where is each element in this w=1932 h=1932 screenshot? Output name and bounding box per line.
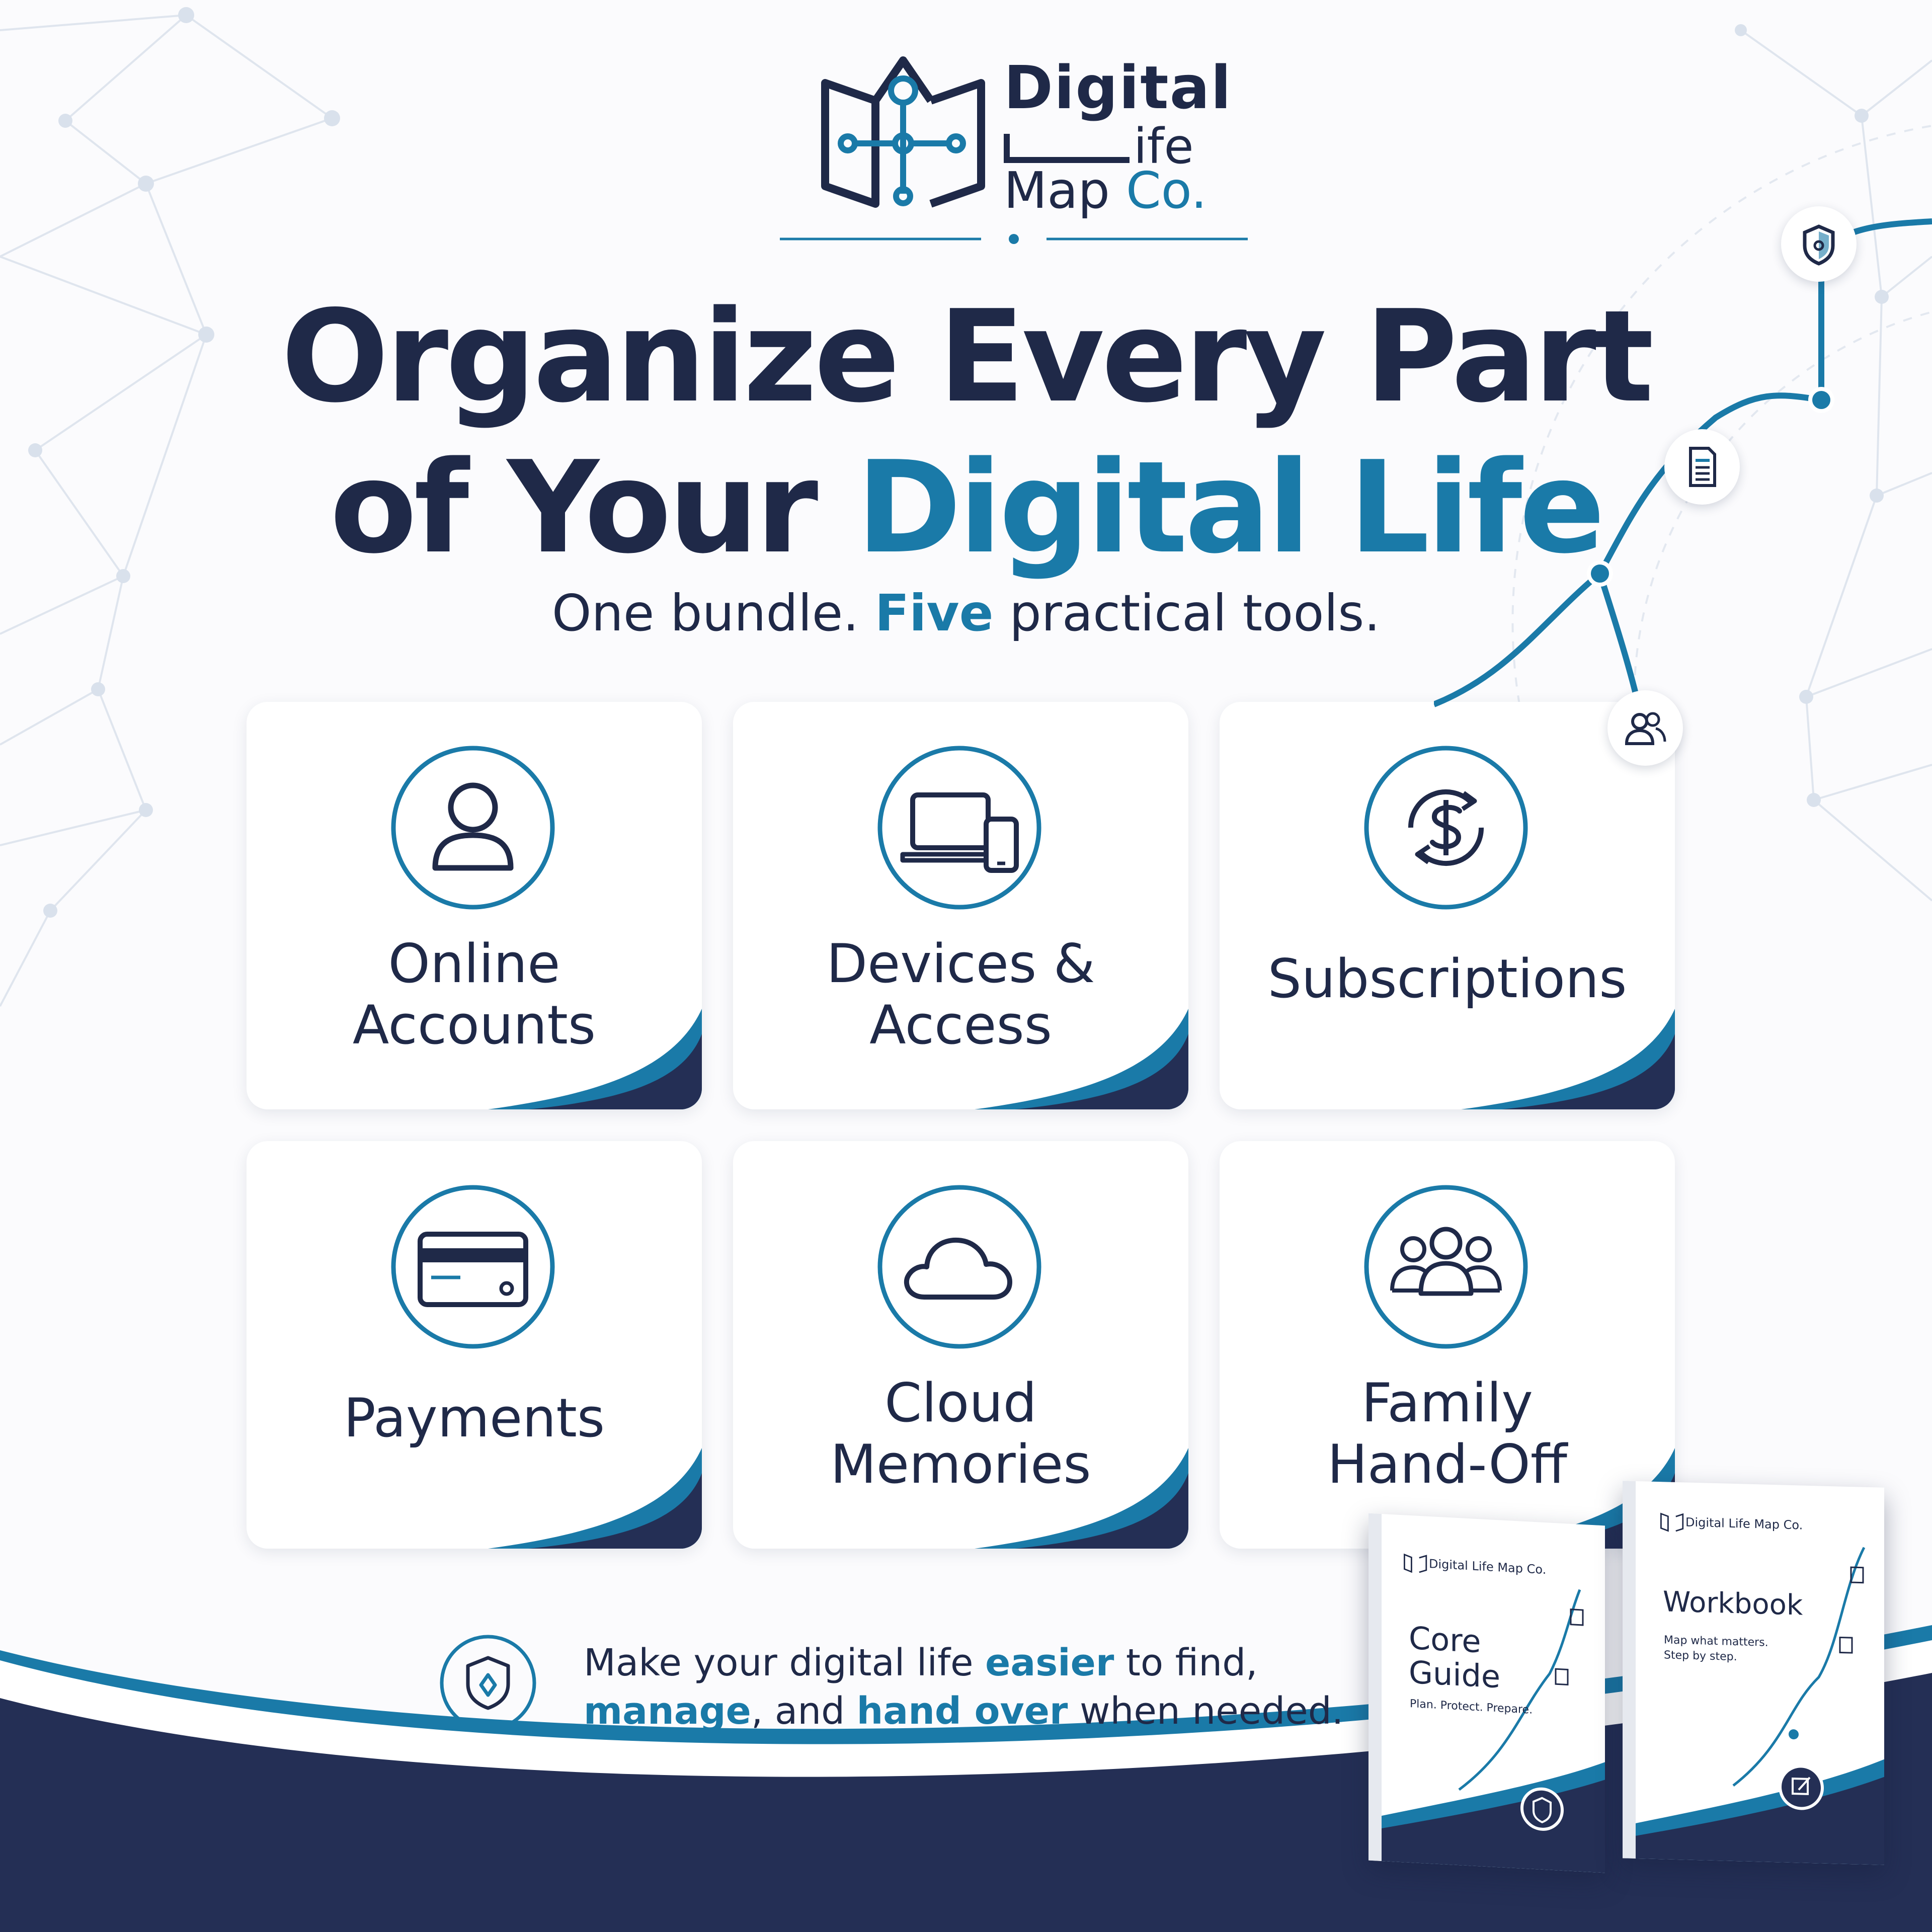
card-label-line-1: Online	[388, 933, 560, 995]
logo-map: Map	[1004, 161, 1110, 220]
book-subtitle: Map what matters. Step by step.	[1664, 1633, 1768, 1665]
page-headline: Organize Every Part of Your Digital Life	[0, 282, 1932, 584]
book-title-line-2: Guide	[1409, 1653, 1501, 1696]
card-label: Devices & Access	[733, 933, 1188, 1056]
feature-card-online-accounts[interactable]: Online Accounts	[247, 702, 702, 1109]
headline-accent: Digital Life	[856, 434, 1605, 582]
card-label: Online Accounts	[247, 933, 702, 1056]
card-label: Family Hand-Off	[1220, 1373, 1675, 1495]
subheadline-part-2: practical tools.	[1009, 584, 1381, 642]
card-label-line-1: Payments	[343, 1387, 605, 1449]
card-label: Payments	[247, 1388, 702, 1449]
document-icon	[1689, 447, 1716, 487]
card-label-line-1: Family	[1361, 1372, 1534, 1434]
users-icon	[1625, 712, 1666, 745]
headline-line-2: of Your Digital Life	[0, 433, 1932, 584]
card-label-line-2: Accounts	[352, 994, 596, 1056]
cloud-icon	[877, 1185, 1041, 1349]
subscription-dollar-icon	[1364, 746, 1528, 910]
card-swoosh-decoration	[975, 1009, 1188, 1109]
tagline: Make your digital life easier to find, m…	[438, 1633, 1343, 1748]
book-title: Core Guide	[1409, 1620, 1501, 1696]
tagline-accent-hand-over: hand over	[856, 1689, 1068, 1733]
tagline-text: Make your digital life easier to find, m…	[584, 1639, 1343, 1735]
card-label: Subscriptions	[1220, 948, 1675, 1010]
book-title-line-1: Workbook	[1663, 1585, 1803, 1622]
shield-icon	[440, 1635, 536, 1731]
shield-icon	[1803, 224, 1835, 266]
book-title: Workbook	[1663, 1585, 1803, 1623]
family-icon	[1364, 1185, 1528, 1349]
headline-line-1: Organize Every Part	[281, 283, 1654, 431]
card-label-line-1: Subscriptions	[1267, 948, 1627, 1010]
book-subtitle-line-2: Step by step.	[1664, 1649, 1737, 1664]
path-node-document	[1664, 429, 1740, 505]
tagline-line-2: manage, and hand over when needed.	[584, 1687, 1343, 1735]
logo-l-bar	[1004, 134, 1130, 163]
feature-card-cloud-memories[interactable]: Cloud Memories	[733, 1141, 1188, 1549]
logo-life-suffix: ife	[1134, 118, 1194, 175]
tagline-t2: to find,	[1125, 1641, 1258, 1684]
user-icon	[391, 746, 555, 910]
logo-word-digital: Digital	[1004, 53, 1232, 122]
feature-card-subscriptions[interactable]: Subscriptions	[1220, 702, 1675, 1109]
card-swoosh-decoration	[975, 1448, 1188, 1549]
tagline-t3: , and	[751, 1689, 845, 1733]
card-label-line-2: Access	[869, 994, 1052, 1056]
devices-icon	[877, 746, 1041, 910]
tagline-line-1: Make your digital life easier to find,	[584, 1639, 1343, 1687]
logo-word-map-co: Map Co.	[1004, 161, 1207, 220]
path-node-users	[1607, 690, 1683, 766]
tagline-t4: when needed.	[1079, 1689, 1344, 1733]
headline-line-2-main: of Your	[330, 434, 819, 582]
tagline-accent-manage: manage	[584, 1689, 751, 1733]
subheadline-accent: Five	[874, 584, 994, 642]
card-label-line-1: Cloud	[884, 1372, 1037, 1434]
logo-divider	[780, 234, 1248, 244]
book-workbook: Digital Life Map Co. Workbook Map what m…	[1623, 1481, 1884, 1865]
subheadline: One bundle. Five practical tools.	[0, 584, 1932, 642]
feature-card-family-hand-off[interactable]: Family Hand-Off	[1220, 1141, 1675, 1549]
feature-card-devices-access[interactable]: Devices & Access	[733, 702, 1188, 1109]
feature-card-payments[interactable]: Payments	[247, 1141, 702, 1549]
card-label-line-1: Devices &	[826, 933, 1095, 995]
book-cover-art	[1623, 1481, 1884, 1865]
subheadline-part-1: One bundle.	[551, 584, 859, 642]
logo-co: Co.	[1125, 161, 1207, 220]
tagline-t1: Make your digital life	[584, 1641, 974, 1684]
credit-card-icon	[391, 1185, 555, 1349]
logo-word-life: ife	[1004, 118, 1194, 175]
card-swoosh-decoration	[1461, 1009, 1675, 1109]
brand-logo: Digital ife Map Co.	[820, 53, 1231, 220]
card-swoosh-decoration	[488, 1009, 702, 1109]
map-logo-icon	[821, 56, 985, 208]
tagline-accent-easier: easier	[985, 1641, 1114, 1684]
book-core-guide: Digital Life Map Co. Core Guide Plan. Pr…	[1369, 1513, 1605, 1873]
card-label-line-2: Hand-Off	[1327, 1433, 1567, 1495]
card-label-line-2: Memories	[830, 1433, 1091, 1495]
card-label: Cloud Memories	[733, 1373, 1188, 1495]
book-cover-art	[1369, 1513, 1605, 1873]
card-swoosh-decoration	[488, 1448, 702, 1549]
path-node-shield	[1781, 206, 1857, 282]
